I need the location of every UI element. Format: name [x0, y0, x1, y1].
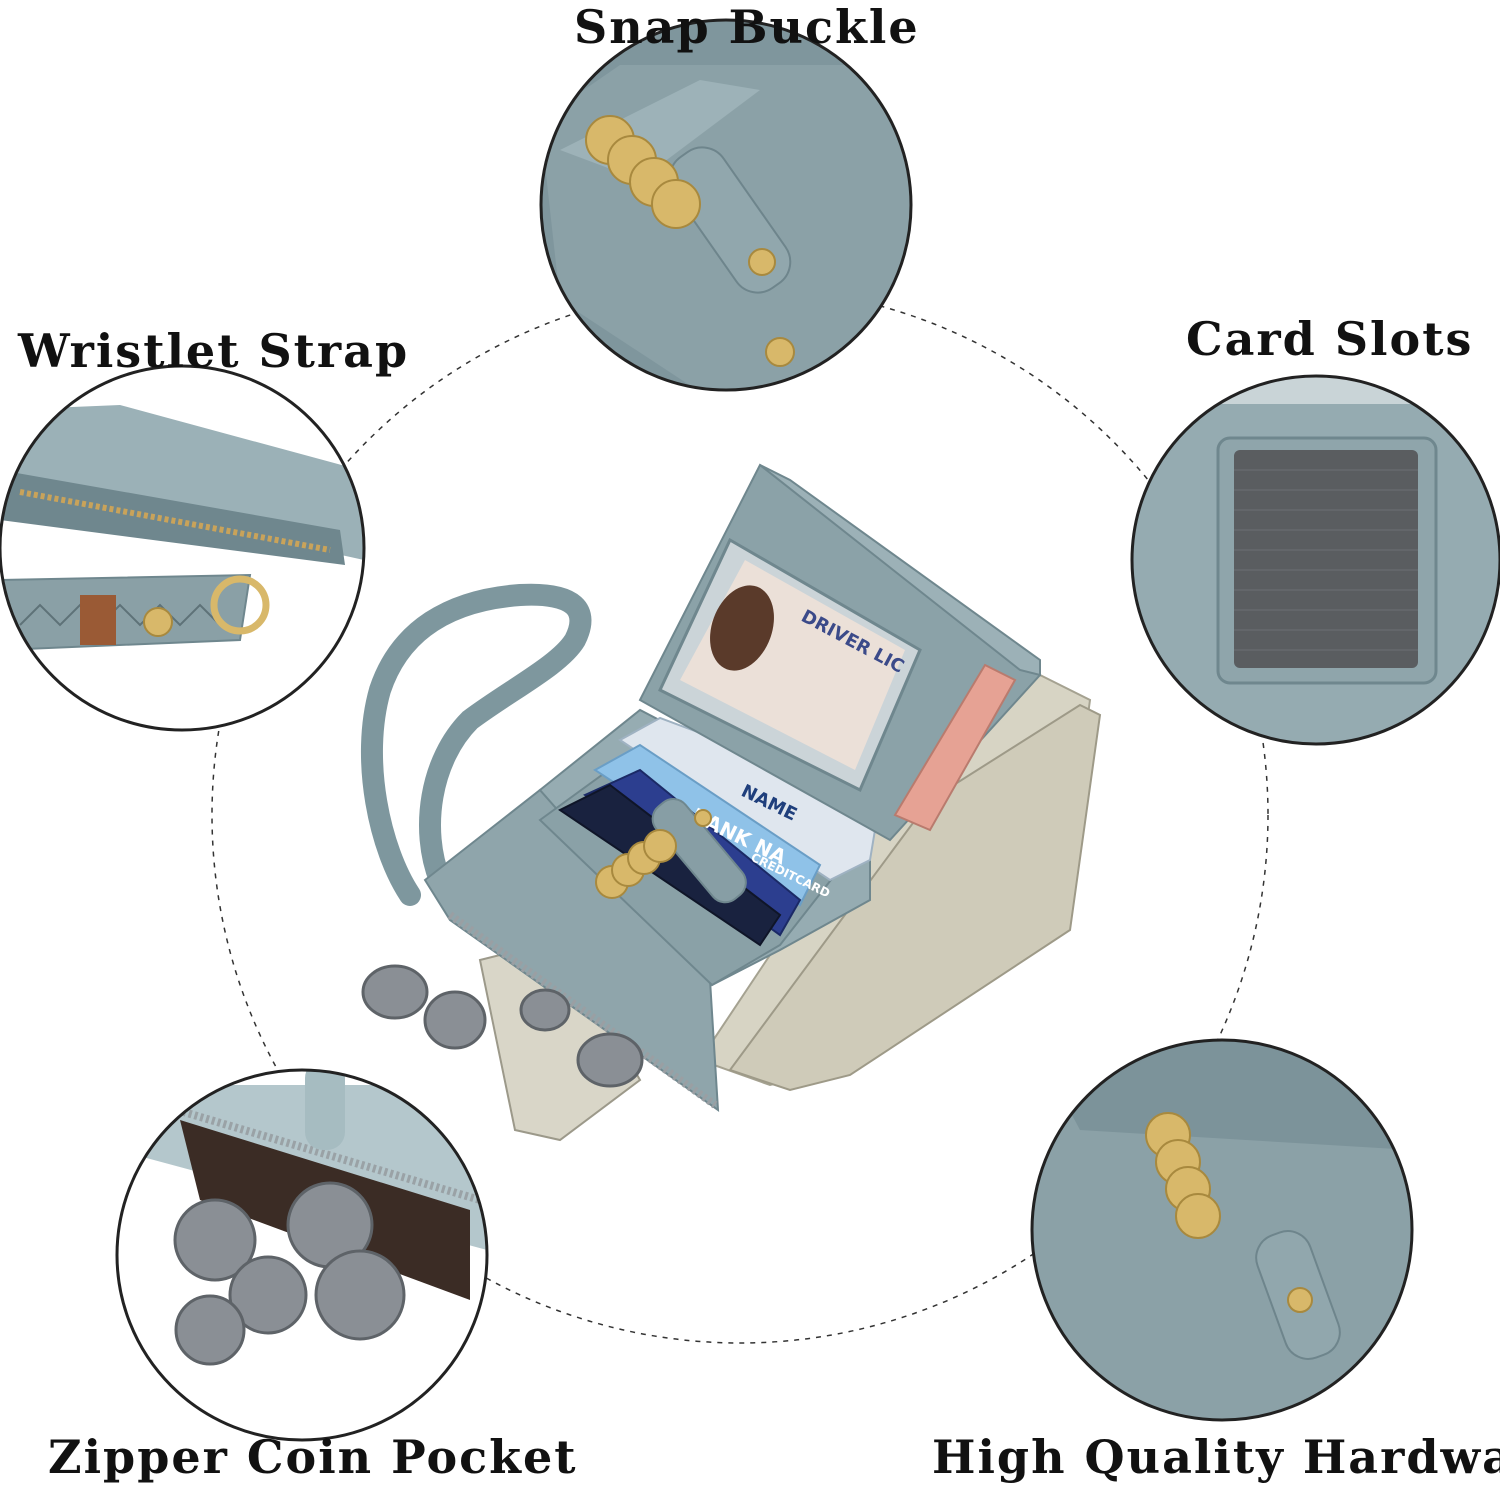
- label-high-quality-hardware: High Quality Hardware: [932, 1430, 1500, 1484]
- card-slots-inset: [1130, 374, 1500, 746]
- hardware-inset: [1030, 1038, 1414, 1422]
- zipper-coin-pocket-inset: [115, 1068, 489, 1442]
- snap-buckle-inset: [539, 18, 913, 392]
- wristlet-strap-inset: [0, 364, 366, 732]
- label-wristlet-strap: Wristlet Strap: [18, 324, 410, 378]
- label-zipper-coin-pocket: Zipper Coin Pocket: [48, 1430, 578, 1484]
- label-card-slots: Card Slots: [1186, 312, 1474, 366]
- center-wallet: BANK NA NAME CREDITCARD DRIVER LIC: [360, 463, 1102, 1142]
- label-snap-buckle: Snap Buckle: [574, 0, 920, 54]
